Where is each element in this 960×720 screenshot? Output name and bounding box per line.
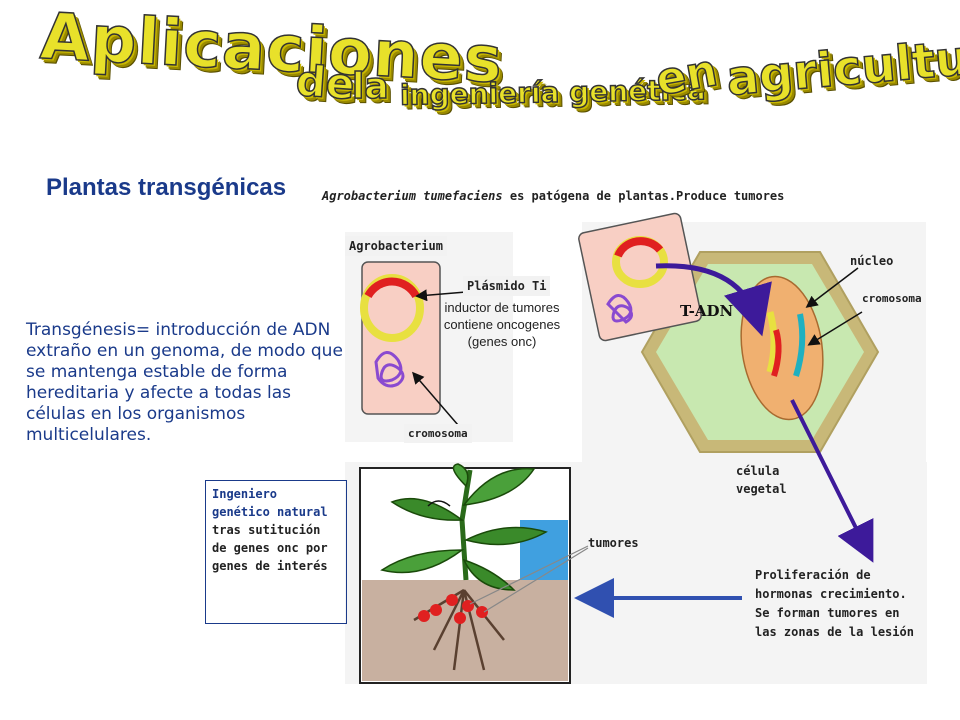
title-word-la: la — [351, 65, 389, 108]
label-cromosoma-left: cromosoma — [404, 424, 472, 443]
celula-line-1: célula — [736, 464, 780, 478]
subheading: Agrobacterium tumefaciens es patógena de… — [322, 189, 784, 203]
label-cromosoma-right: cromosoma — [862, 292, 922, 305]
pointer-cromosoma-right — [807, 311, 863, 346]
engineer-rest: tras sutitución de genes onc por genes d… — [212, 523, 328, 573]
plasmid-desc-line-2: contiene oncogenes — [443, 317, 561, 332]
label-plasmid: Plásmido Ti — [463, 276, 551, 296]
agrobacterium-cell-right — [578, 212, 702, 342]
subheading-rest: es patógena de plantas.Produce tumores — [502, 189, 785, 203]
pointer-cromosoma-left — [412, 371, 459, 426]
definition-text: Transgénesis= introducción de ADN extrañ… — [26, 320, 344, 446]
plant-illustration — [359, 463, 571, 684]
definition-body: = introducción de ADN extraño en un geno… — [26, 320, 343, 445]
label-plasmid-desc: inductor de tumores contiene oncogenes (… — [438, 299, 566, 350]
label-proliferacion: Proliferación de hormonas crecimiento. S… — [755, 568, 914, 639]
label-agrobacterium: Agrobacterium — [345, 236, 447, 256]
label-celula-vegetal: célula vegetal — [736, 462, 787, 498]
label-nucleo: núcleo — [850, 254, 894, 268]
arrow-transfer-tdna — [655, 263, 772, 337]
engineer-highlight: Ingeniero genético natural — [212, 487, 328, 519]
pointer-tumores-1 — [469, 545, 589, 605]
section-heading: Plantas transgénicas — [46, 174, 287, 201]
pointer-plasmid — [415, 289, 467, 302]
pointer-tumores-2 — [483, 547, 589, 613]
label-tumores: tumores — [588, 536, 639, 550]
label-t-adn: T-ADN — [680, 302, 734, 320]
arrow-to-proliferation — [790, 399, 874, 563]
definition-term: Transgénesis — [26, 320, 136, 340]
celula-line-2: vegetal — [736, 482, 787, 496]
plant-cell — [640, 251, 880, 453]
plasmid-desc-line-3: (genes onc) — [467, 334, 537, 349]
pointer-nucleo — [805, 267, 859, 308]
plasmid-desc-line-1: inductor de tumores — [444, 300, 560, 315]
subheading-species: Agrobacterium tumefaciens — [322, 189, 503, 203]
engineer-box: Ingeniero genético natural tras sutituci… — [205, 480, 347, 624]
